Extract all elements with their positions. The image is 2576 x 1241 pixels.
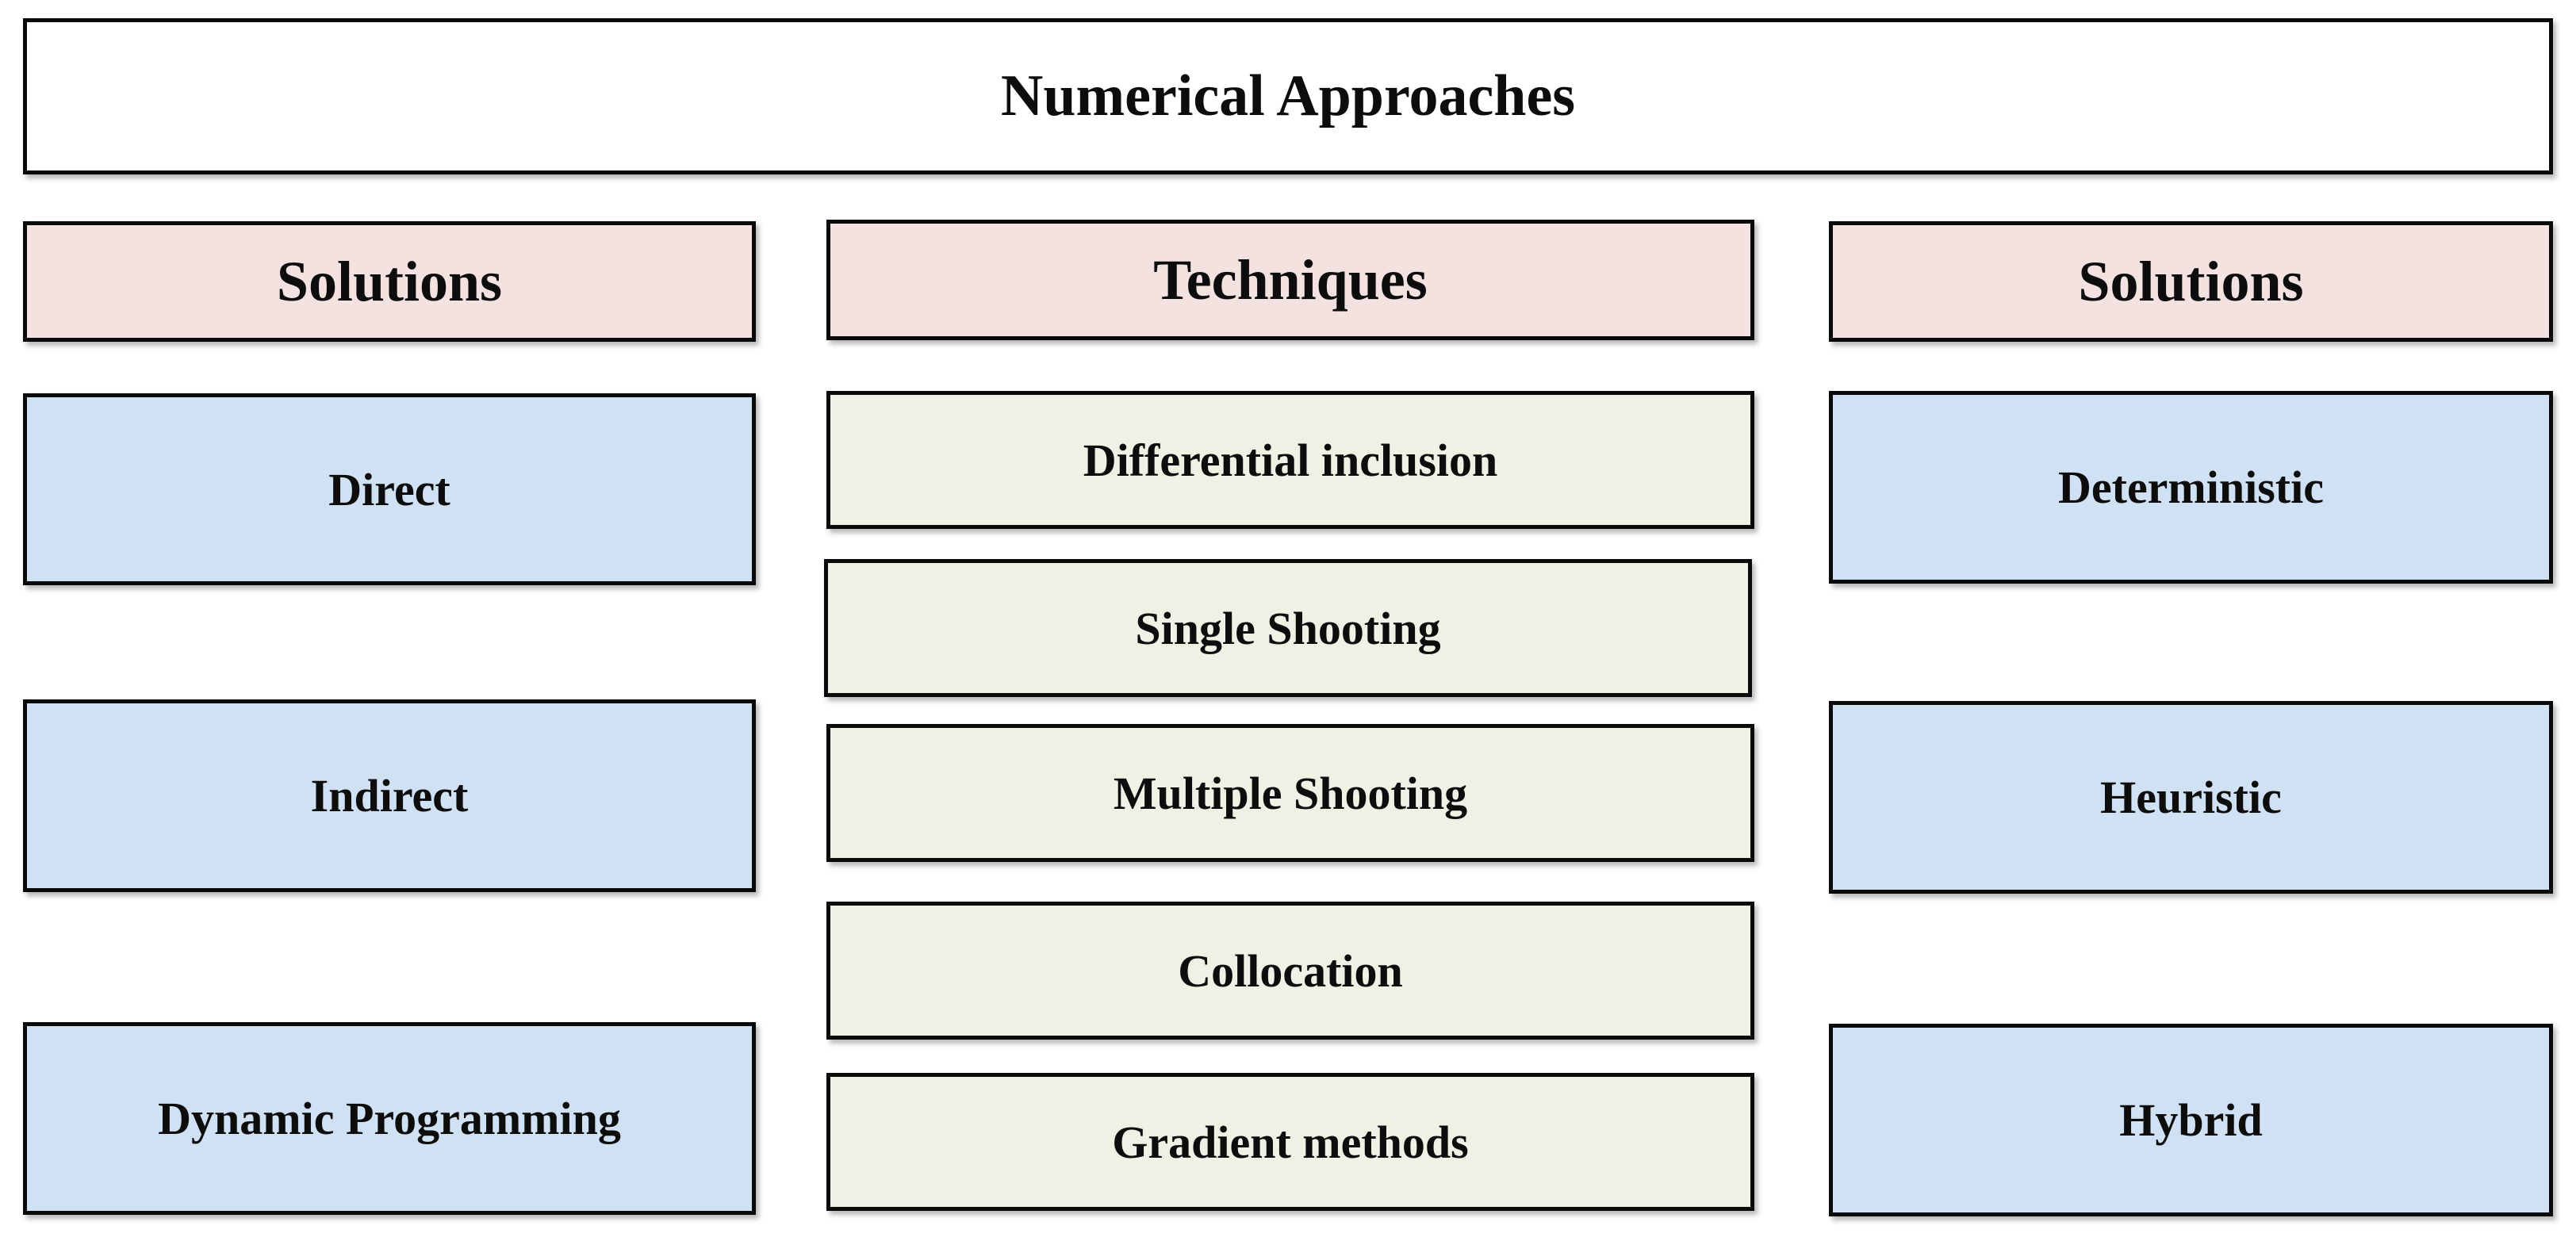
- technique-gradient-methods: Gradient methods: [826, 1073, 1754, 1211]
- technique-label: Differential inclusion: [1083, 434, 1498, 486]
- technique-label: Single Shooting: [1135, 602, 1441, 654]
- left-solution-dynamic-programming: Dynamic Programming: [23, 1022, 756, 1215]
- diagram-title: Numerical Approaches: [23, 18, 2553, 174]
- technique-collocation: Collocation: [826, 902, 1754, 1040]
- technique-single-shooting: Single Shooting: [824, 559, 1752, 697]
- left-solution-indirect: Indirect: [23, 699, 756, 892]
- right-solution-label: Hybrid: [2119, 1094, 2263, 1146]
- technique-label: Multiple Shooting: [1113, 767, 1468, 819]
- left-column-header-text: Solutions: [276, 249, 503, 313]
- right-column-header-text: Solutions: [2078, 249, 2304, 313]
- right-column-header: Solutions: [1829, 221, 2553, 342]
- right-solution-label: Heuristic: [2100, 772, 2282, 823]
- middle-column-header-text: Techniques: [1153, 247, 1428, 312]
- technique-multiple-shooting: Multiple Shooting: [826, 724, 1754, 862]
- left-column-header: Solutions: [23, 221, 756, 342]
- right-solution-heuristic: Heuristic: [1829, 701, 2553, 894]
- right-solution-deterministic: Deterministic: [1829, 391, 2553, 584]
- left-solution-label: Dynamic Programming: [158, 1093, 621, 1144]
- technique-label: Gradient methods: [1112, 1116, 1469, 1168]
- right-solution-label: Deterministic: [2058, 462, 2324, 513]
- left-solution-label: Indirect: [310, 770, 469, 822]
- middle-column-header: Techniques: [826, 220, 1754, 340]
- technique-differential-inclusion: Differential inclusion: [826, 391, 1754, 529]
- right-solution-hybrid: Hybrid: [1829, 1024, 2553, 1216]
- left-solution-label: Direct: [328, 463, 450, 515]
- diagram-title-text: Numerical Approaches: [1000, 63, 1576, 128]
- technique-label: Collocation: [1178, 944, 1403, 997]
- left-solution-direct: Direct: [23, 393, 756, 585]
